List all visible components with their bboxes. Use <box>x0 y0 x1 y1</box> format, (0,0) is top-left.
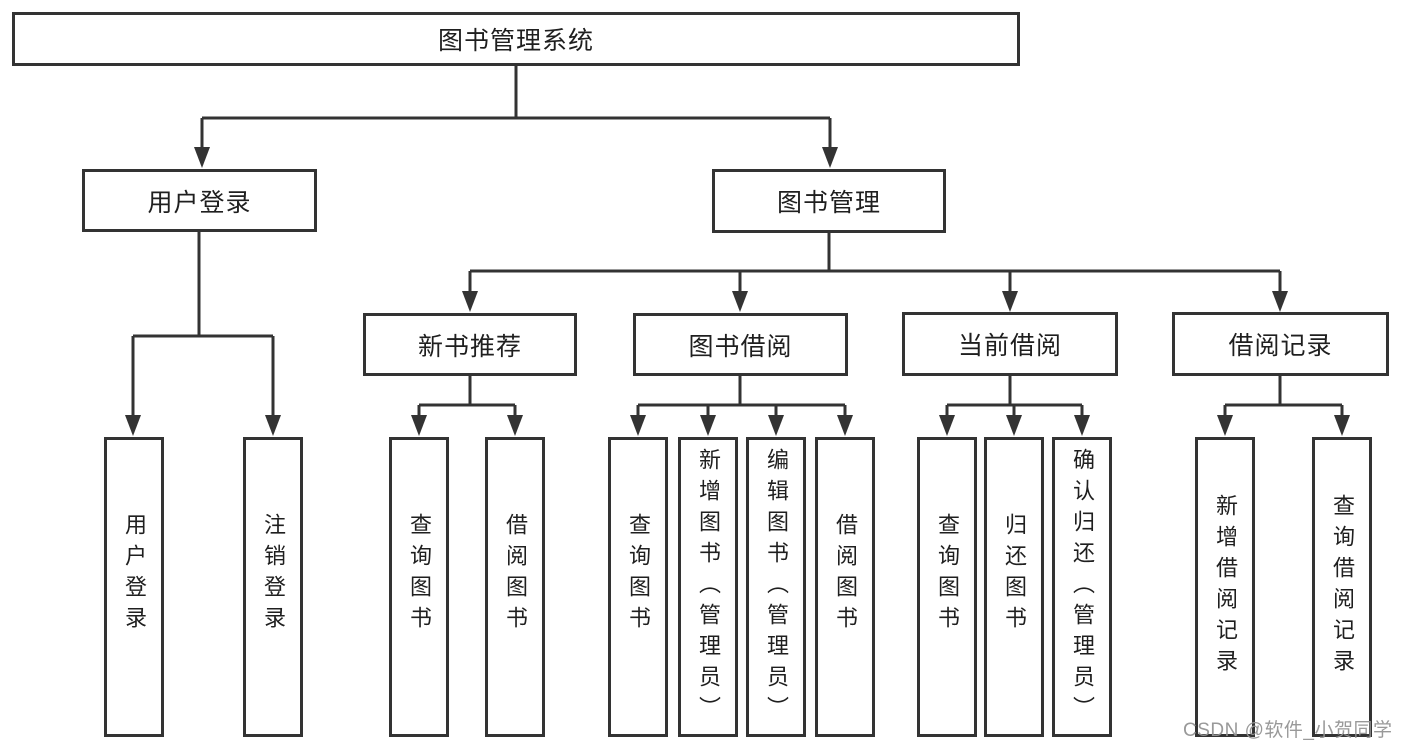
leaf-user-login-label: 用户登录 <box>122 513 147 637</box>
leaf-current-query: 查询图书 <box>917 437 977 737</box>
node-current-borrow-label: 当前借阅 <box>957 332 1062 360</box>
leaf-record-add-label: 新增借阅记录 <box>1213 494 1238 680</box>
leaf-user-login: 用户登录 <box>104 437 164 737</box>
leaf-borrow-query: 查询图书 <box>608 437 668 737</box>
leaf-newbook-borrow-label: 借阅图书 <box>503 513 528 637</box>
leaf-record-add: 新增借阅记录 <box>1195 437 1255 737</box>
leaf-current-return: 归还图书 <box>984 437 1044 737</box>
leaf-current-confirm-admin-label: 确认归还（管理员） <box>1070 447 1095 727</box>
leaf-logout: 注销登录 <box>243 437 303 737</box>
node-user-login-label: 用户登录 <box>147 188 252 217</box>
leaf-current-query-label: 查询图书 <box>935 513 960 637</box>
node-new-book-recommend-label: 新书推荐 <box>417 332 522 361</box>
leaf-borrow-query-label: 查询图书 <box>626 513 651 637</box>
leaf-newbook-query-label: 查询图书 <box>407 513 432 637</box>
node-root-system: 图书管理系统 <box>12 12 1020 66</box>
node-book-management: 图书管理 <box>712 169 946 233</box>
leaf-record-query-label: 查询借阅记录 <box>1330 494 1355 680</box>
leaf-newbook-query: 查询图书 <box>389 437 449 737</box>
node-borrow-records: 借阅记录 <box>1172 312 1389 376</box>
node-borrow-records-label: 借阅记录 <box>1228 332 1333 360</box>
node-current-borrow: 当前借阅 <box>902 312 1118 376</box>
csdn-watermark: CSDN @软件_小贺同学 <box>1183 720 1393 741</box>
leaf-borrow-edit-admin-label: 编辑图书（管理员） <box>764 447 789 727</box>
leaf-current-return-label: 归还图书 <box>1002 513 1027 637</box>
leaf-current-confirm-admin: 确认归还（管理员） <box>1052 437 1112 737</box>
node-book-borrow: 图书借阅 <box>633 313 848 376</box>
leaf-borrow-add-admin-label: 新增图书（管理员） <box>696 447 721 727</box>
node-new-book-recommend: 新书推荐 <box>363 313 577 376</box>
leaf-borrow-edit-admin: 编辑图书（管理员） <box>746 437 806 737</box>
leaf-borrow-book-label: 借阅图书 <box>833 513 858 637</box>
leaf-newbook-borrow: 借阅图书 <box>485 437 545 737</box>
node-book-management-label: 图书管理 <box>776 189 881 217</box>
leaf-borrow-book: 借阅图书 <box>815 437 875 737</box>
leaf-record-query: 查询借阅记录 <box>1312 437 1372 737</box>
node-root-label: 图书管理系统 <box>437 27 594 55</box>
leaf-borrow-add-admin: 新增图书（管理员） <box>678 437 738 737</box>
node-book-borrow-label: 图书借阅 <box>688 332 793 361</box>
leaf-logout-label: 注销登录 <box>261 513 286 637</box>
node-user-login: 用户登录 <box>82 169 317 232</box>
